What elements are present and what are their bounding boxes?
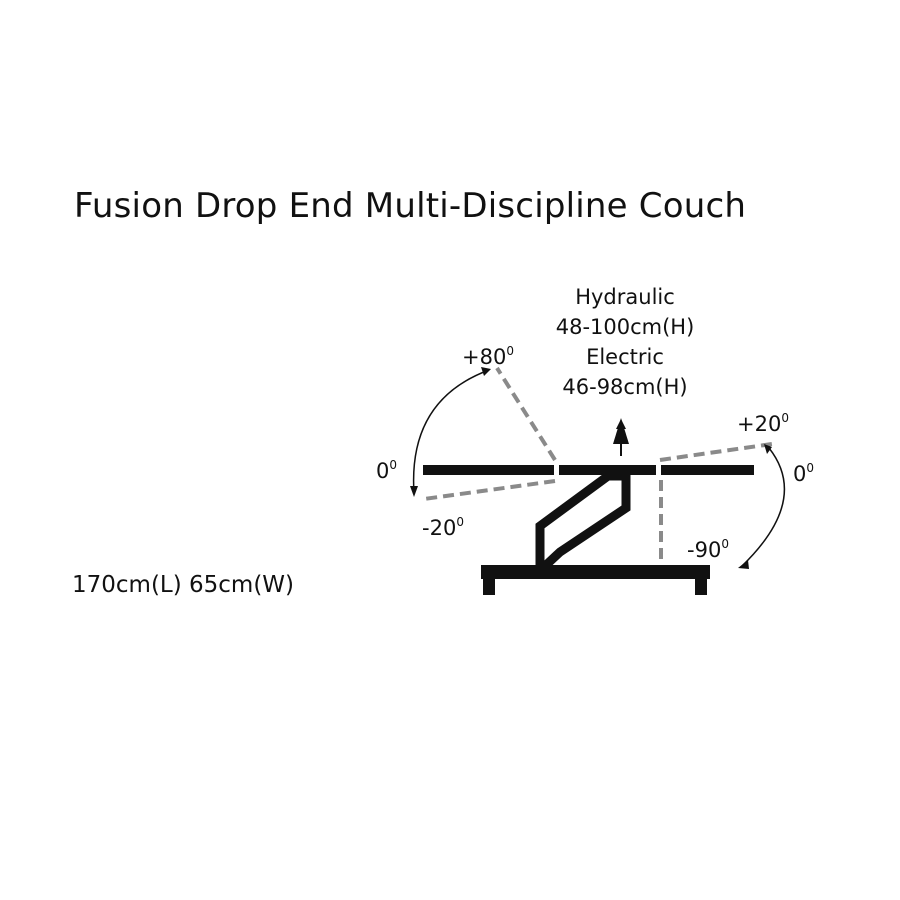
- foot-arc-arrow-bottom: [738, 560, 749, 569]
- couch-foot-section: [661, 465, 754, 475]
- foot-up-angle-label: +200: [737, 411, 789, 436]
- couch-middle-section: [559, 465, 656, 475]
- dimensions-label: 170cm(L) 65cm(W): [72, 572, 295, 598]
- head-down-dashed-line: [423, 479, 556, 501]
- electric-range: 46-98cm(H): [562, 375, 688, 399]
- head-arc-arrow-bottom: [410, 486, 418, 497]
- foot-flat-angle-label: 00: [793, 461, 815, 486]
- couch-wheel-right: [695, 578, 707, 595]
- hydraulic-label: Hydraulic: [575, 285, 675, 309]
- head-flat-angle-label: 00: [376, 458, 398, 483]
- head-up-dashed-line: [495, 366, 557, 462]
- head-down-angle-label: -200: [422, 515, 464, 540]
- page-title: Fusion Drop End Multi-Discipline Couch: [74, 186, 747, 226]
- couch-head-section: [423, 465, 554, 475]
- electric-label: Electric: [586, 345, 664, 369]
- couch-base: [481, 565, 710, 579]
- height-arrow-head: [613, 418, 629, 444]
- head-up-angle-label: +800: [462, 344, 514, 369]
- height-specifications: Hydraulic 48-100cm(H) Electric 46-98cm(H…: [530, 282, 720, 402]
- foot-up-dashed-line: [659, 442, 773, 462]
- head-arc-arrow-top: [481, 367, 491, 376]
- couch-wheel-left: [483, 578, 495, 595]
- hydraulic-range: 48-100cm(H): [555, 315, 695, 339]
- head-rotation-arc: [412, 369, 490, 494]
- lift-mechanism: [535, 471, 631, 570]
- foot-rotation-arc: [741, 447, 786, 567]
- foot-down-angle-label: -900: [687, 537, 729, 562]
- foot-arc-arrow-top: [764, 444, 772, 454]
